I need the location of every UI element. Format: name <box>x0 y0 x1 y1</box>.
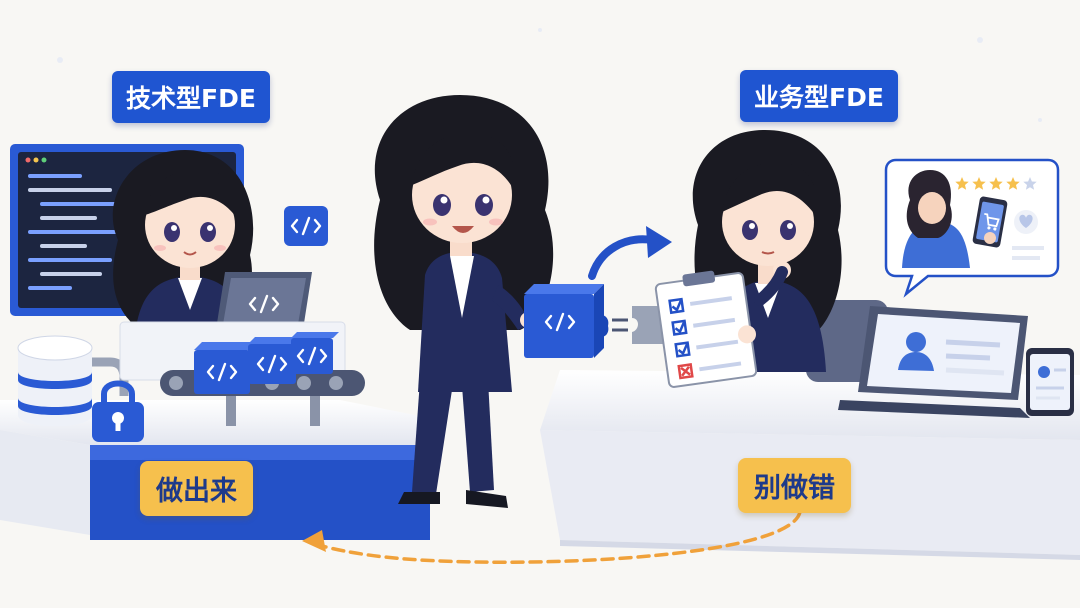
star-icon <box>1023 177 1037 190</box>
technical-fde-label: 技术型FDE <box>112 71 270 123</box>
dont-get-wrong-label: 别做错 <box>738 458 851 513</box>
code-conveyor <box>119 321 365 426</box>
business-fde-label: 业务型FDE <box>740 70 898 122</box>
heart-icon <box>1014 210 1038 234</box>
handoff-code-cube <box>524 284 609 358</box>
rating-stars <box>955 177 1037 190</box>
business-phone <box>1026 348 1074 416</box>
lock-icon <box>92 380 144 442</box>
handoff-arrow <box>588 226 672 280</box>
data-pipe <box>92 357 129 396</box>
star-icon <box>955 177 969 190</box>
build-it-label: 做出来 <box>140 461 253 516</box>
feedback-loop-arrow <box>302 510 802 564</box>
star-icon <box>972 177 986 190</box>
shopping-cart-icon <box>984 213 1000 231</box>
database-icon <box>17 335 93 427</box>
center-fde-character <box>374 95 554 508</box>
checklist-icon <box>654 270 758 388</box>
star-icon <box>989 177 1003 190</box>
business-laptop <box>838 306 1030 418</box>
floating-code-badge <box>284 206 328 246</box>
background-decor <box>28 28 1042 382</box>
customer-feedback-bubble <box>884 158 1060 298</box>
star-icon <box>1006 177 1020 190</box>
